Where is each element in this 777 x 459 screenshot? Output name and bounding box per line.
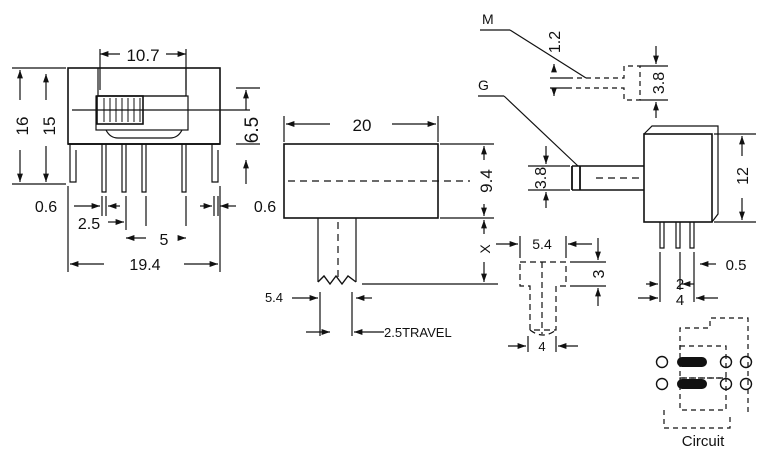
circuit-diagram: Circuit <box>655 317 753 450</box>
side-actuator <box>572 165 644 191</box>
circuit-contact-bar <box>677 357 707 367</box>
housing-outline <box>67 67 221 145</box>
circuit-label: Circuit <box>682 433 725 450</box>
circuit-contact-bar <box>677 379 707 389</box>
dim-knob-width: 5.4 <box>532 236 552 252</box>
side-pins <box>659 222 695 249</box>
circuit-terminal <box>739 355 753 369</box>
dim-pin-pitch-a: 2.5 <box>78 216 100 233</box>
side-m-detail <box>568 65 641 101</box>
dim-actuator-x: X <box>477 244 493 254</box>
circuit-terminal <box>719 355 733 369</box>
circuit-terminal <box>655 355 669 369</box>
dim-top-width: 10.7 <box>126 46 159 65</box>
callouts: M G <box>478 11 587 167</box>
side-body <box>643 133 713 223</box>
side-body-depth <box>643 125 719 223</box>
dim-side-m: 1.2 <box>547 31 564 53</box>
dim-knob-height: 3 <box>591 269 608 278</box>
front-view: 20 9.4 X 5.4 2.5TRAVEL <box>265 116 498 340</box>
slider-slot <box>97 68 187 97</box>
circuit-terminal <box>719 377 733 391</box>
actuator-break <box>317 274 357 286</box>
pins <box>69 144 219 193</box>
dim-side-pin-width: 0.5 <box>726 257 747 274</box>
knob-dims: 5.4 3 4 <box>496 236 608 354</box>
callout-g: G <box>478 77 489 93</box>
dim-pin-pitch-b: 5 <box>160 232 169 249</box>
dim-side-g-height: 3.8 <box>533 167 550 189</box>
dim-side-pin-span: 4 <box>676 292 684 309</box>
dim-knob-base: 4 <box>538 339 545 354</box>
dim-travel: 2.5TRAVEL <box>384 325 452 340</box>
circuit-terminal <box>739 377 753 391</box>
dim-height-inner: 15 <box>40 117 59 136</box>
callout-m: M <box>482 11 494 27</box>
dim-overall-width: 19.4 <box>129 257 160 274</box>
dim-pin-right-offset: 0.6 <box>254 199 276 216</box>
actuator-sides <box>317 218 357 282</box>
dim-side-height: 12 <box>735 167 752 185</box>
dim-front-height: 9.4 <box>477 169 496 193</box>
dim-side-m-height: 3.8 <box>651 72 668 94</box>
dim-actuator-width: 5.4 <box>265 290 283 305</box>
dim-height-outer: 16 <box>13 117 32 136</box>
dim-front-width: 20 <box>353 116 372 135</box>
slider-base <box>105 129 183 139</box>
knob-detail <box>519 261 567 336</box>
dim-side-pin-pitch: 2 <box>676 276 684 293</box>
dim-pin-left-offset: 0.6 <box>35 199 57 216</box>
circuit-terminal <box>655 377 669 391</box>
top-view: 10.7 16 15 6.5 0.6 2.5 5 0.6 <box>12 46 276 274</box>
dim-height-right: 6.5 <box>242 117 263 143</box>
side-view: 1.2 3.8 3.8 12 2 4 0.5 <box>528 31 756 309</box>
